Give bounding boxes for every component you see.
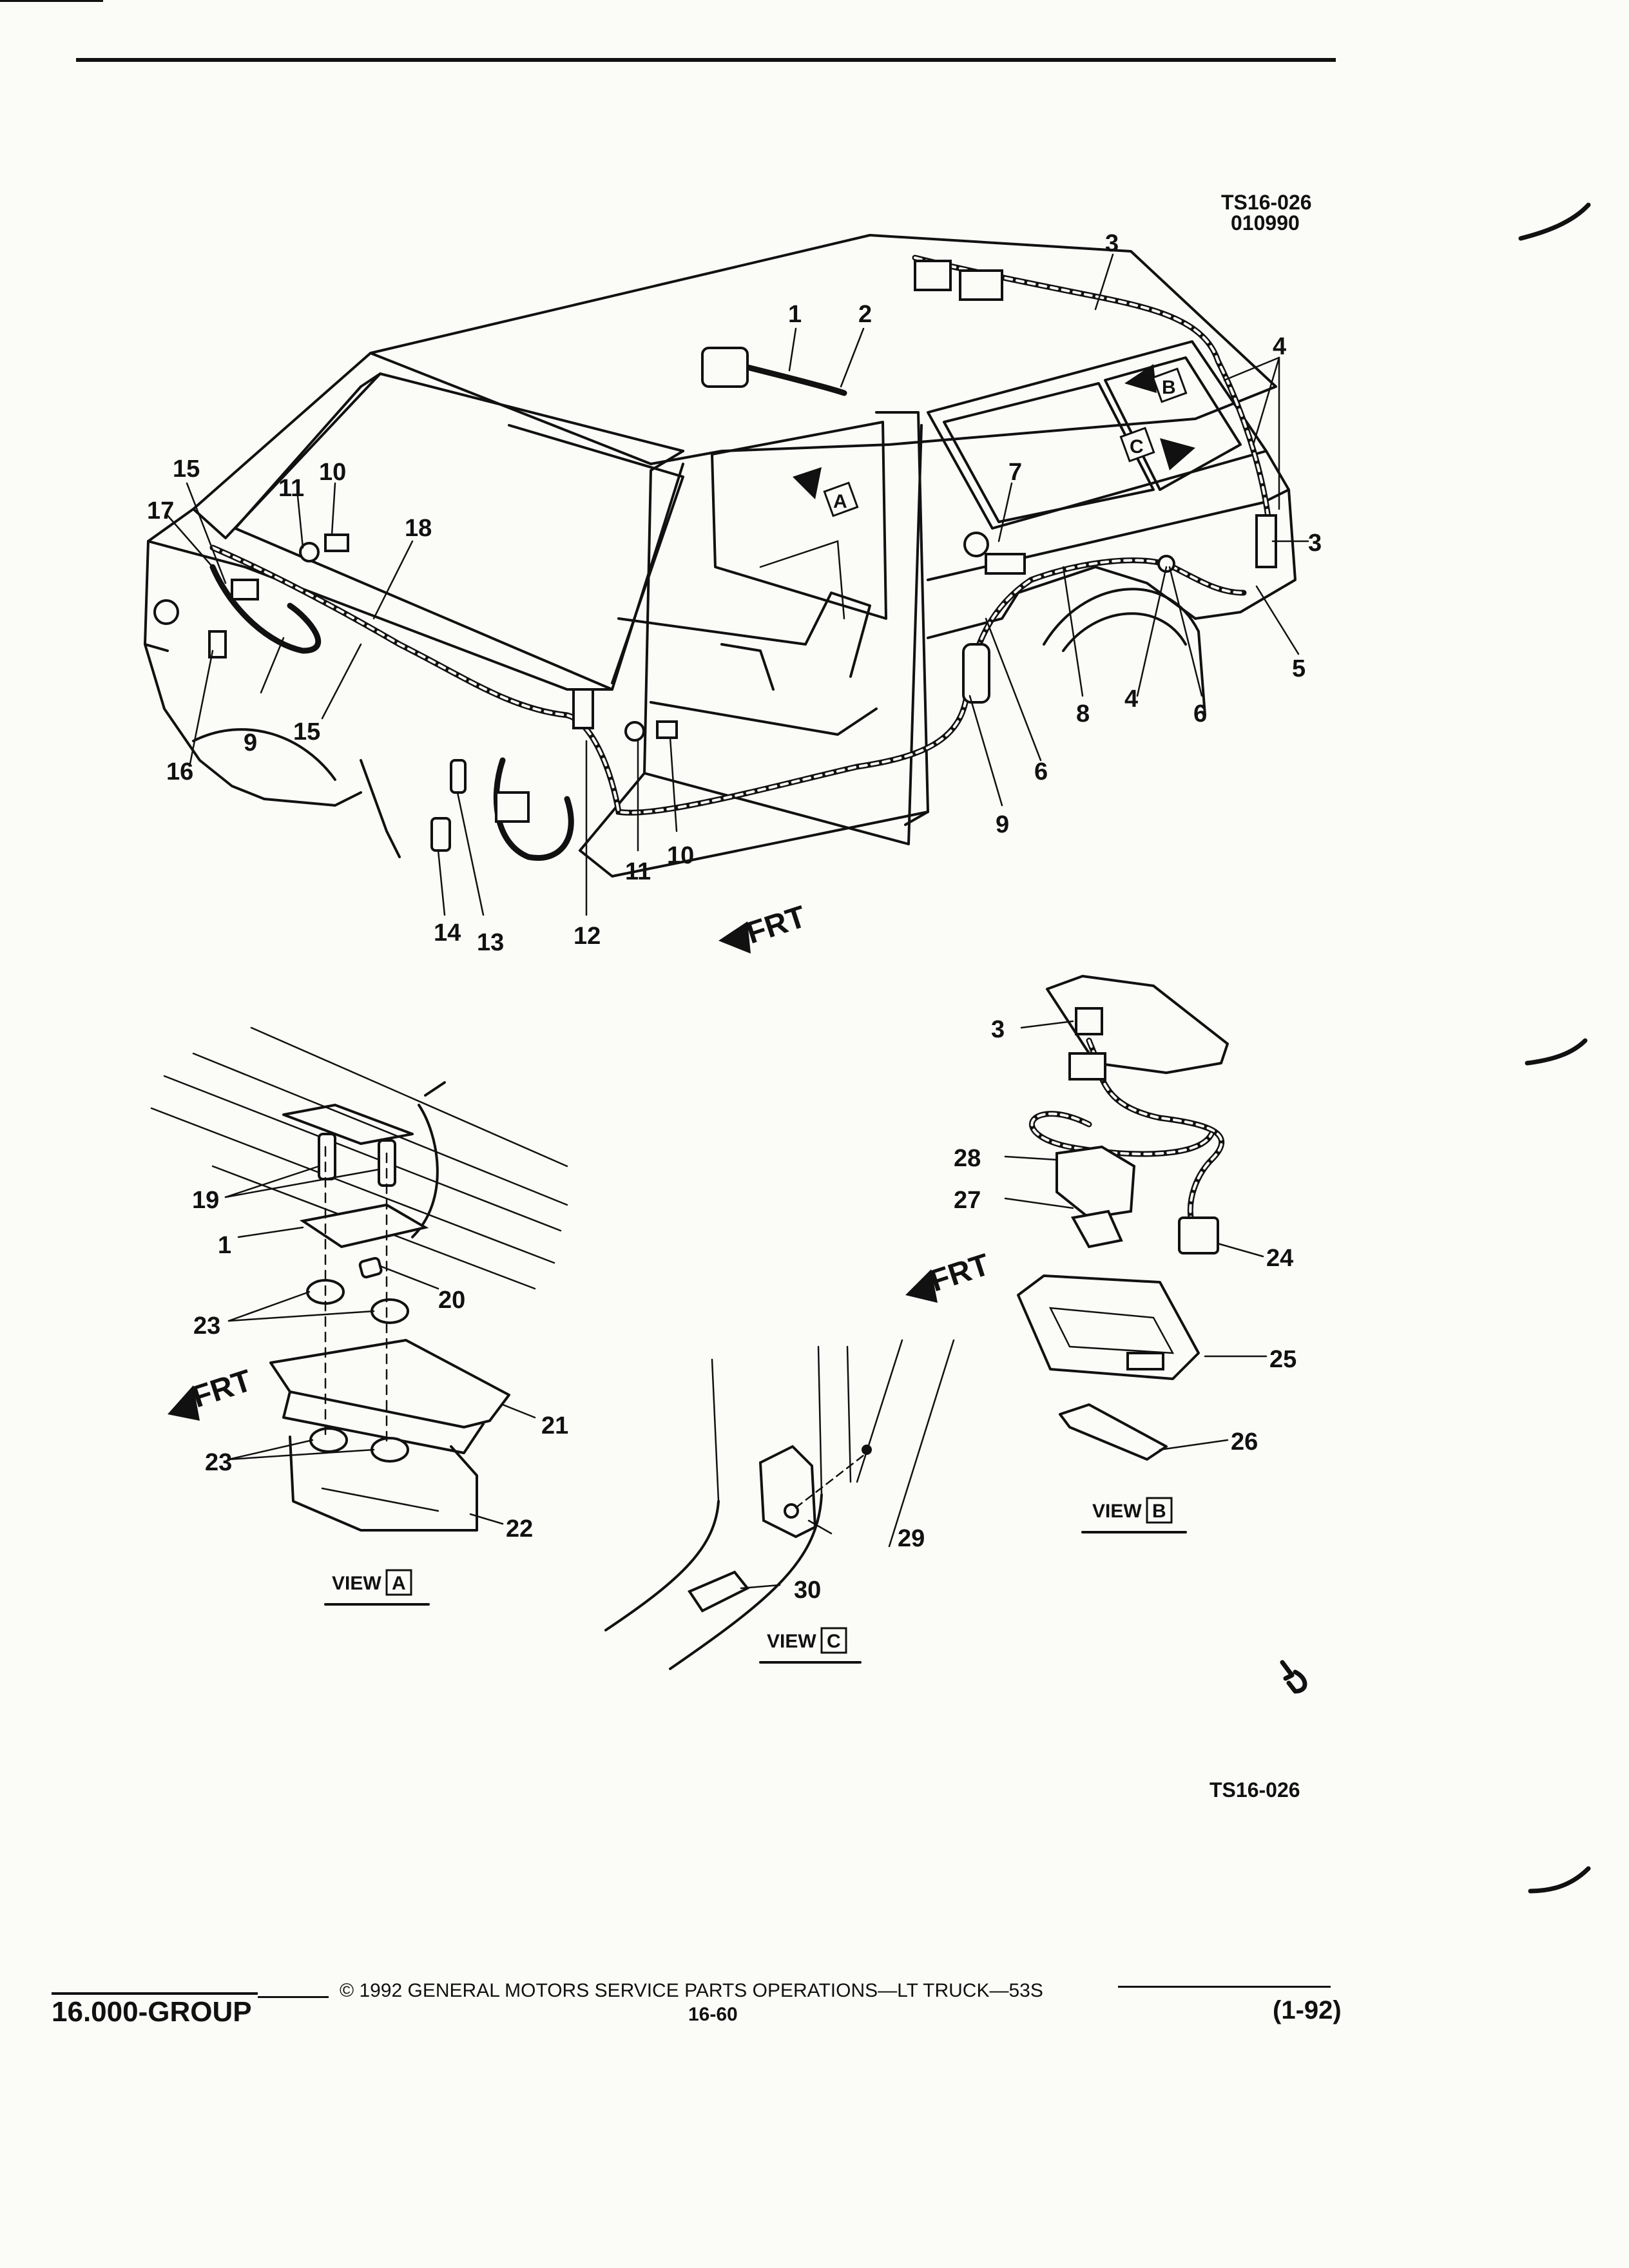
footer-copyright: © 1992 GENERAL MOTORS SERVICE PARTS OPER… [340, 1980, 1043, 2001]
callout-3: 3 [1105, 230, 1119, 257]
callout-9b: 9 [244, 729, 257, 756]
callout-7: 7 [1008, 459, 1022, 486]
view-a-letter: A [392, 1573, 406, 1594]
callout-6b: 6 [1034, 758, 1048, 785]
callout-10: 10 [319, 459, 346, 486]
front-indicator-main: FRT [718, 899, 810, 954]
corner-mark [0, 0, 103, 2]
callout-13: 13 [477, 929, 504, 956]
view-b-callouts: 3 28 27 24 25 26 [954, 1016, 1296, 1456]
callout-30: 30 [794, 1577, 821, 1604]
marker-c: C [1130, 436, 1144, 457]
view-a-drawing [150, 1026, 568, 1532]
callout-11: 11 [278, 475, 304, 502]
callout-28: 28 [954, 1145, 981, 1172]
frt-label-main: FRT [742, 899, 810, 950]
figure-id: TS16-026 [1221, 191, 1312, 214]
callout-18: 18 [405, 515, 432, 542]
callout-24: 24 [1266, 1245, 1293, 1272]
callout-1-view-a: 1 [218, 1232, 231, 1259]
callout-5: 5 [1292, 655, 1306, 682]
view-b-drawing [1004, 975, 1268, 1461]
marker-b: B [1162, 377, 1176, 398]
frt-view-a: FRT [168, 1363, 256, 1421]
callout-2: 2 [858, 301, 872, 328]
top-rule [76, 58, 1336, 62]
view-b-label: VIEW B [1081, 1497, 1187, 1533]
footer-date-code: (1-92) [1273, 1996, 1342, 2024]
callout-11b: 11 [625, 858, 651, 885]
figure-date: 010990 [1231, 211, 1300, 235]
callout-27: 27 [954, 1187, 981, 1214]
footer-rule-left [258, 1996, 329, 1998]
callout-25: 25 [1269, 1346, 1296, 1373]
callout-16: 16 [166, 758, 193, 785]
view-c-letter: C [827, 1631, 841, 1652]
main-callouts: 1 2 3 4 3 5 6 4 8 6 9 7 15 17 11 10 18 9… [147, 230, 1322, 956]
callout-14: 14 [434, 919, 461, 947]
frt-label-view-b: FRT [926, 1247, 994, 1298]
callout-3-view-b: 3 [991, 1016, 1005, 1043]
view-b-letter: B [1152, 1501, 1166, 1522]
callout-23: 23 [193, 1312, 220, 1340]
view-a-label: VIEW A [324, 1569, 430, 1606]
callout-21: 21 [541, 1412, 568, 1439]
callout-6: 6 [1193, 700, 1207, 727]
view-c-prefix: VIEW [767, 1631, 816, 1652]
view-c-label: VIEW C [759, 1627, 862, 1664]
callout-17: 17 [147, 497, 174, 524]
callout-9: 9 [996, 811, 1009, 838]
frt-label-view-a: FRT [188, 1363, 256, 1414]
marker-a: A [833, 491, 847, 512]
binder-marks [1280, 202, 1591, 1894]
main-leader-lines [166, 253, 1309, 916]
callout-3b: 3 [1308, 530, 1322, 557]
callout-15b: 15 [293, 718, 320, 745]
view-markers: A B C [793, 364, 1195, 517]
callout-29: 29 [898, 1525, 925, 1552]
callout-1: 1 [788, 301, 802, 328]
frt-view-b: FRT [905, 1247, 994, 1303]
callout-4b: 4 [1124, 686, 1138, 713]
footer-rule-right [1118, 1986, 1331, 1988]
callout-19: 19 [192, 1187, 219, 1214]
callout-15: 15 [173, 456, 200, 483]
view-a-prefix: VIEW [332, 1573, 381, 1594]
footer-group: 16.000-GROUP [52, 1996, 252, 2028]
callout-8: 8 [1076, 700, 1090, 727]
callout-20: 20 [438, 1287, 465, 1314]
view-a-callouts: 19 1 20 23 21 23 22 [192, 1187, 568, 1542]
callout-23b: 23 [205, 1449, 232, 1476]
callout-10b: 10 [667, 842, 694, 869]
callout-26: 26 [1231, 1428, 1258, 1456]
view-c-callouts: 29 30 [794, 1525, 925, 1604]
view-b-prefix: VIEW [1092, 1501, 1142, 1522]
callout-12: 12 [574, 923, 601, 950]
footer-rule-bottom [52, 1992, 258, 1995]
footer-figure-id: TS16-026 [1210, 1778, 1300, 1802]
footer-page-number: 16-60 [688, 2004, 738, 2025]
view-c-drawing [604, 1339, 955, 1670]
vehicle-components [208, 260, 1277, 852]
callout-22: 22 [506, 1515, 533, 1542]
callout-4: 4 [1273, 333, 1286, 360]
